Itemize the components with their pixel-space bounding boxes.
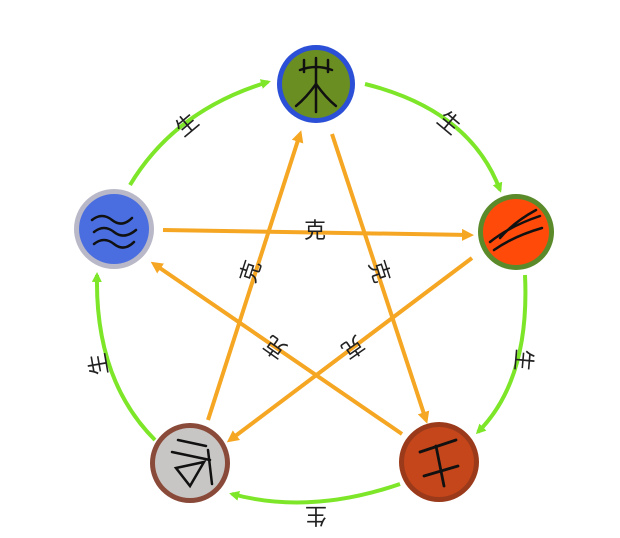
wood-seal-icon bbox=[294, 56, 338, 114]
element-node-wood bbox=[277, 45, 355, 123]
generate-label: 生 bbox=[509, 348, 536, 372]
controlling-labels: 克 克 克 克 克 bbox=[236, 219, 394, 363]
control-label: 克 bbox=[363, 258, 394, 287]
element-node-earth bbox=[399, 422, 479, 502]
control-label: 克 bbox=[236, 258, 267, 287]
generating-arrow-water-to-wood bbox=[128, 79, 271, 187]
earth-seal-icon bbox=[418, 438, 460, 488]
water-seal-icon bbox=[90, 214, 138, 249]
fire-seal-icon bbox=[488, 208, 544, 252]
generating-cycle bbox=[91, 79, 528, 505]
generating-arrow-fire-to-earth bbox=[475, 274, 528, 435]
controlling-arrow-fire-to-metal bbox=[226, 256, 474, 443]
element-node-fire bbox=[478, 194, 554, 270]
generating-arrow-earth-to-metal bbox=[229, 482, 401, 505]
metal-seal-icon bbox=[170, 438, 214, 489]
controlling-arrow-metal-to-wood bbox=[206, 130, 304, 421]
generate-label: 生 bbox=[85, 351, 113, 377]
controlling-arrow-wood-to-earth bbox=[330, 133, 430, 424]
generate-label: 生 bbox=[305, 502, 327, 527]
controlling-arrow-water-to-fire bbox=[162, 228, 474, 241]
generating-arrow-wood-to-fire bbox=[364, 82, 503, 193]
control-label: 克 bbox=[260, 330, 292, 363]
controlling-cycle bbox=[150, 130, 474, 443]
generating-arrow-metal-to-water bbox=[91, 272, 157, 442]
element-node-water bbox=[74, 189, 154, 269]
control-label: 克 bbox=[304, 219, 326, 244]
controlling-arrow-earth-to-water bbox=[150, 261, 404, 436]
element-node-metal bbox=[150, 423, 230, 503]
